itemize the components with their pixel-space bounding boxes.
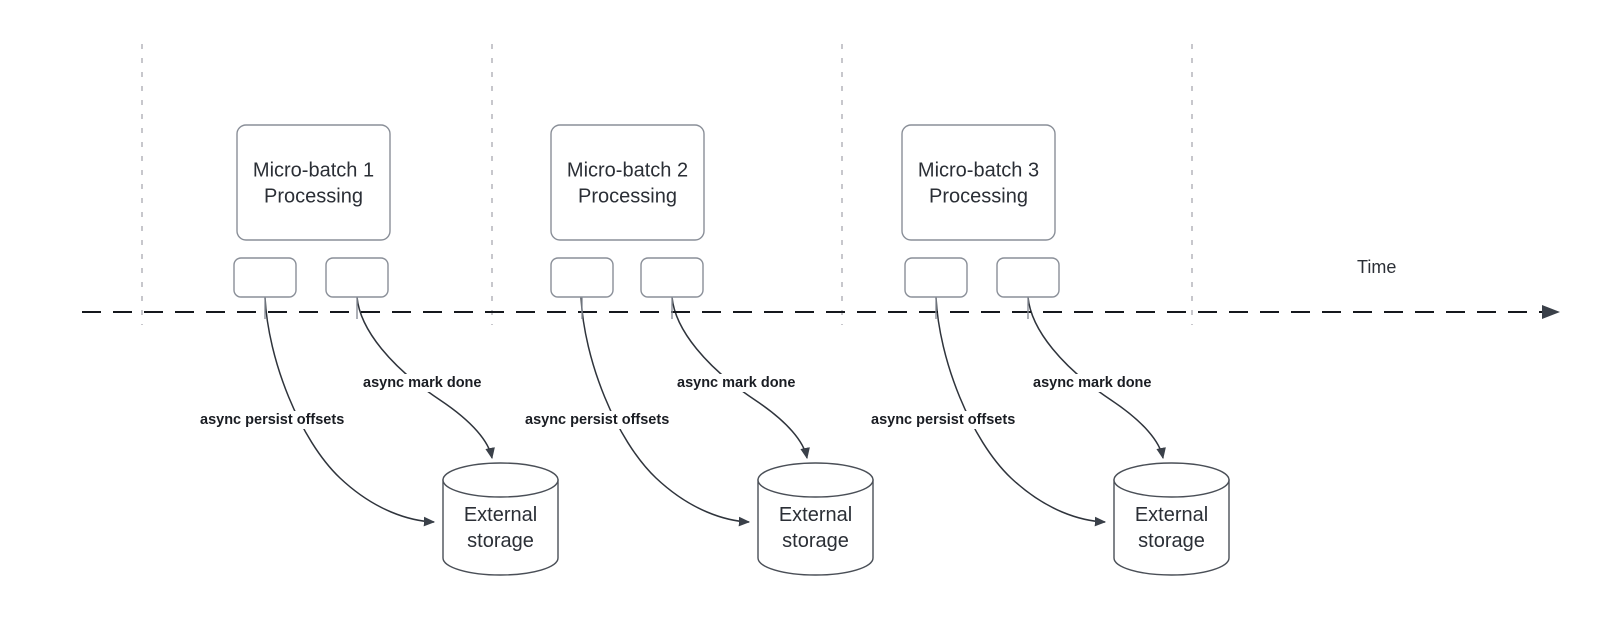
event-box-tick-1b[interactable]	[325, 257, 389, 298]
label-backing-persist-3	[867, 411, 1041, 429]
storage-title-1: External	[464, 504, 537, 526]
event-box-tick-1a[interactable]	[233, 257, 297, 298]
edge-label-persist-2: async persist offsets	[525, 412, 669, 428]
label-backing-mark-done-2	[673, 374, 800, 392]
connector-mark-done-3	[1027, 296, 1166, 460]
label-backing-persist-2	[521, 411, 695, 429]
event-box-tick-2b[interactable]	[640, 257, 704, 298]
connector-persist-1	[264, 296, 436, 527]
edge-label-mark-done-2: async mark done	[677, 375, 795, 391]
storage-cylinder-body-2[interactable]	[757, 479, 874, 576]
grid-lines-group	[141, 44, 1193, 325]
micro-batch-title-3: Micro-batch 3	[918, 160, 1039, 182]
connector-persist-2	[580, 296, 751, 527]
micro-batch-title-2: Micro-batch 2	[567, 160, 688, 182]
connector-mark-done-1	[356, 296, 495, 460]
micro-batch-subtitle-1: Processing	[264, 186, 363, 208]
connector-persist-3	[935, 296, 1107, 527]
label-backing-persist-1	[196, 411, 370, 429]
edge-label-persist-3: async persist offsets	[871, 412, 1015, 428]
edge-label-persist-1: async persist offsets	[200, 412, 344, 428]
time-axis-label: Time	[1357, 257, 1396, 277]
micro-batch-subtitle-3: Processing	[929, 186, 1028, 208]
connectors-group	[264, 296, 1166, 527]
label-backing-mark-done-3	[1029, 374, 1156, 392]
micro-batch-node-1[interactable]	[236, 124, 391, 241]
micro-batch-node-3[interactable]	[901, 124, 1056, 241]
event-box-tick-3b[interactable]	[996, 257, 1060, 298]
event-box-tick-2a[interactable]	[550, 257, 614, 298]
storage-title-3: External	[1135, 504, 1208, 526]
storage-subtitle-1: storage	[467, 530, 534, 552]
storage-title-2: External	[779, 504, 852, 526]
storage-cylinder-top-2	[757, 462, 874, 498]
storage-cylinder-top-3	[1113, 462, 1230, 498]
time-axis-arrowhead	[1542, 305, 1560, 319]
storage-subtitle-3: storage	[1138, 530, 1205, 552]
timeline-axis-group	[82, 305, 1560, 319]
storage-subtitle-2: storage	[782, 530, 849, 552]
edge-label-mark-done-1: async mark done	[363, 375, 481, 391]
storage-cylinder-body-3[interactable]	[1113, 479, 1230, 576]
event-box-tick-3a[interactable]	[904, 257, 968, 298]
storage-cylinder-top-1	[442, 462, 559, 498]
micro-batch-subtitle-2: Processing	[578, 186, 677, 208]
storage-cylinder-body-1[interactable]	[442, 479, 559, 576]
label-backing-mark-done-1	[359, 374, 486, 392]
edge-label-mark-done-3: async mark done	[1033, 375, 1151, 391]
axis-label-group: Time	[1357, 257, 1396, 277]
edge-labels-group: async persist offsets async mark done asyn…	[196, 374, 1156, 429]
connector-mark-done-2	[671, 296, 810, 460]
micro-batch-title-1: Micro-batch 1	[253, 160, 374, 182]
micro-batch-node-2[interactable]	[550, 124, 705, 241]
